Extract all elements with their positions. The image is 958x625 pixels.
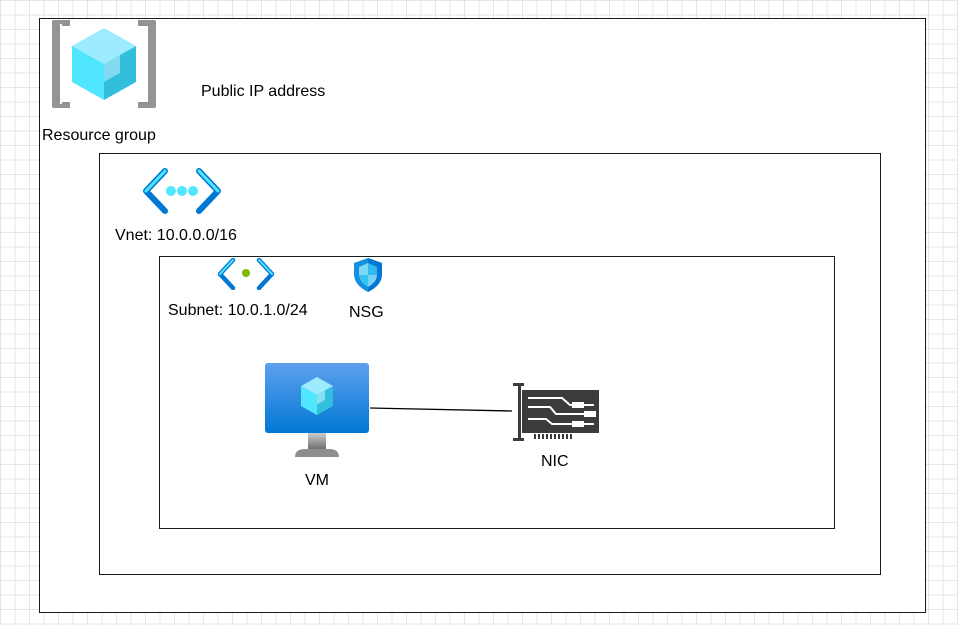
virtual-network-icon	[143, 168, 221, 214]
nic-label: NIC	[541, 453, 569, 470]
subnet-icon	[217, 257, 275, 291]
virtual-machine-icon[interactable]	[265, 363, 371, 459]
network-interface-icon[interactable]	[510, 381, 602, 443]
vnet-label: Vnet: 10.0.0.0/16	[115, 227, 237, 244]
subnet-label: Subnet: 10.0.1.0/24	[168, 302, 308, 319]
network-security-group-icon	[352, 257, 384, 293]
resource-group-icon	[50, 16, 160, 116]
resource-group-label: Resource group	[42, 127, 156, 144]
vm-label: VM	[305, 472, 329, 489]
public-ip-label: Public IP address	[201, 83, 326, 100]
nsg-label: NSG	[349, 304, 384, 321]
